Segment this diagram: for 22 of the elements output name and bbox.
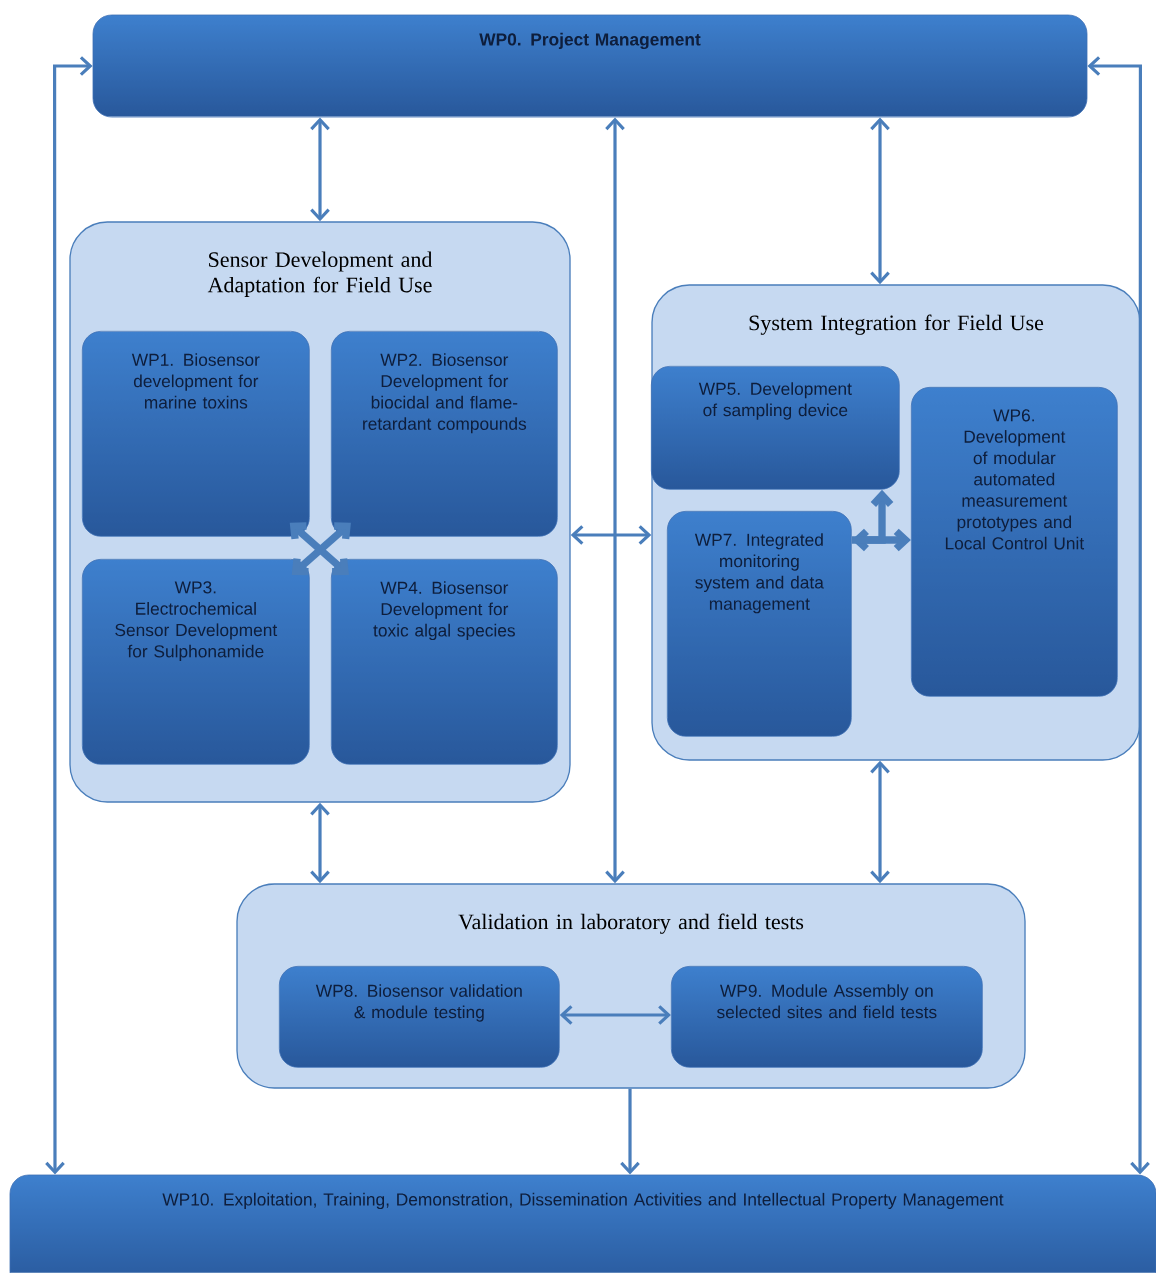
arrow bbox=[1087, 56, 1150, 1175]
arrow bbox=[559, 1005, 671, 1025]
work-package-box: WP7. Integrated monitoring system and data management bbox=[666, 510, 852, 737]
work-package-box: WP2. Biosensor Development for biocidal and flame-retardant compounds bbox=[330, 330, 558, 537]
banner-box: WP10. Exploitation, Training, Demonstration, Dissemination Activities and Intellectual Property Management bbox=[9, 1174, 1156, 1273]
work-package-box: WP8. Biosensor validation & module testing bbox=[278, 965, 560, 1068]
work-package-box: WP9. Module Assembly on selected sites and field tests bbox=[670, 965, 983, 1068]
work-package-box: WP5. Development of sampling device bbox=[650, 365, 900, 490]
arrow bbox=[310, 117, 330, 222]
arrow bbox=[851, 489, 894, 544]
work-package-box: WP1. Biosensor development for marine toxins bbox=[81, 330, 310, 537]
work-package-box: WP6. Development of modular automated measurement prototypes and Local Control Unit bbox=[910, 386, 1118, 697]
work-package-box: WP3. Electrochemical Sensor Development for Sulphonamide bbox=[81, 558, 310, 765]
arrow bbox=[605, 117, 625, 884]
arrow bbox=[570, 525, 652, 545]
work-package-box: WP4. Biosensor Development for toxic algal species bbox=[330, 558, 558, 765]
banner-box: WP0. Project Management bbox=[92, 14, 1088, 118]
arrow bbox=[620, 1088, 640, 1175]
arrow bbox=[870, 117, 890, 285]
arrow bbox=[45, 56, 93, 1175]
arrow bbox=[310, 802, 330, 884]
arrow bbox=[870, 760, 890, 884]
